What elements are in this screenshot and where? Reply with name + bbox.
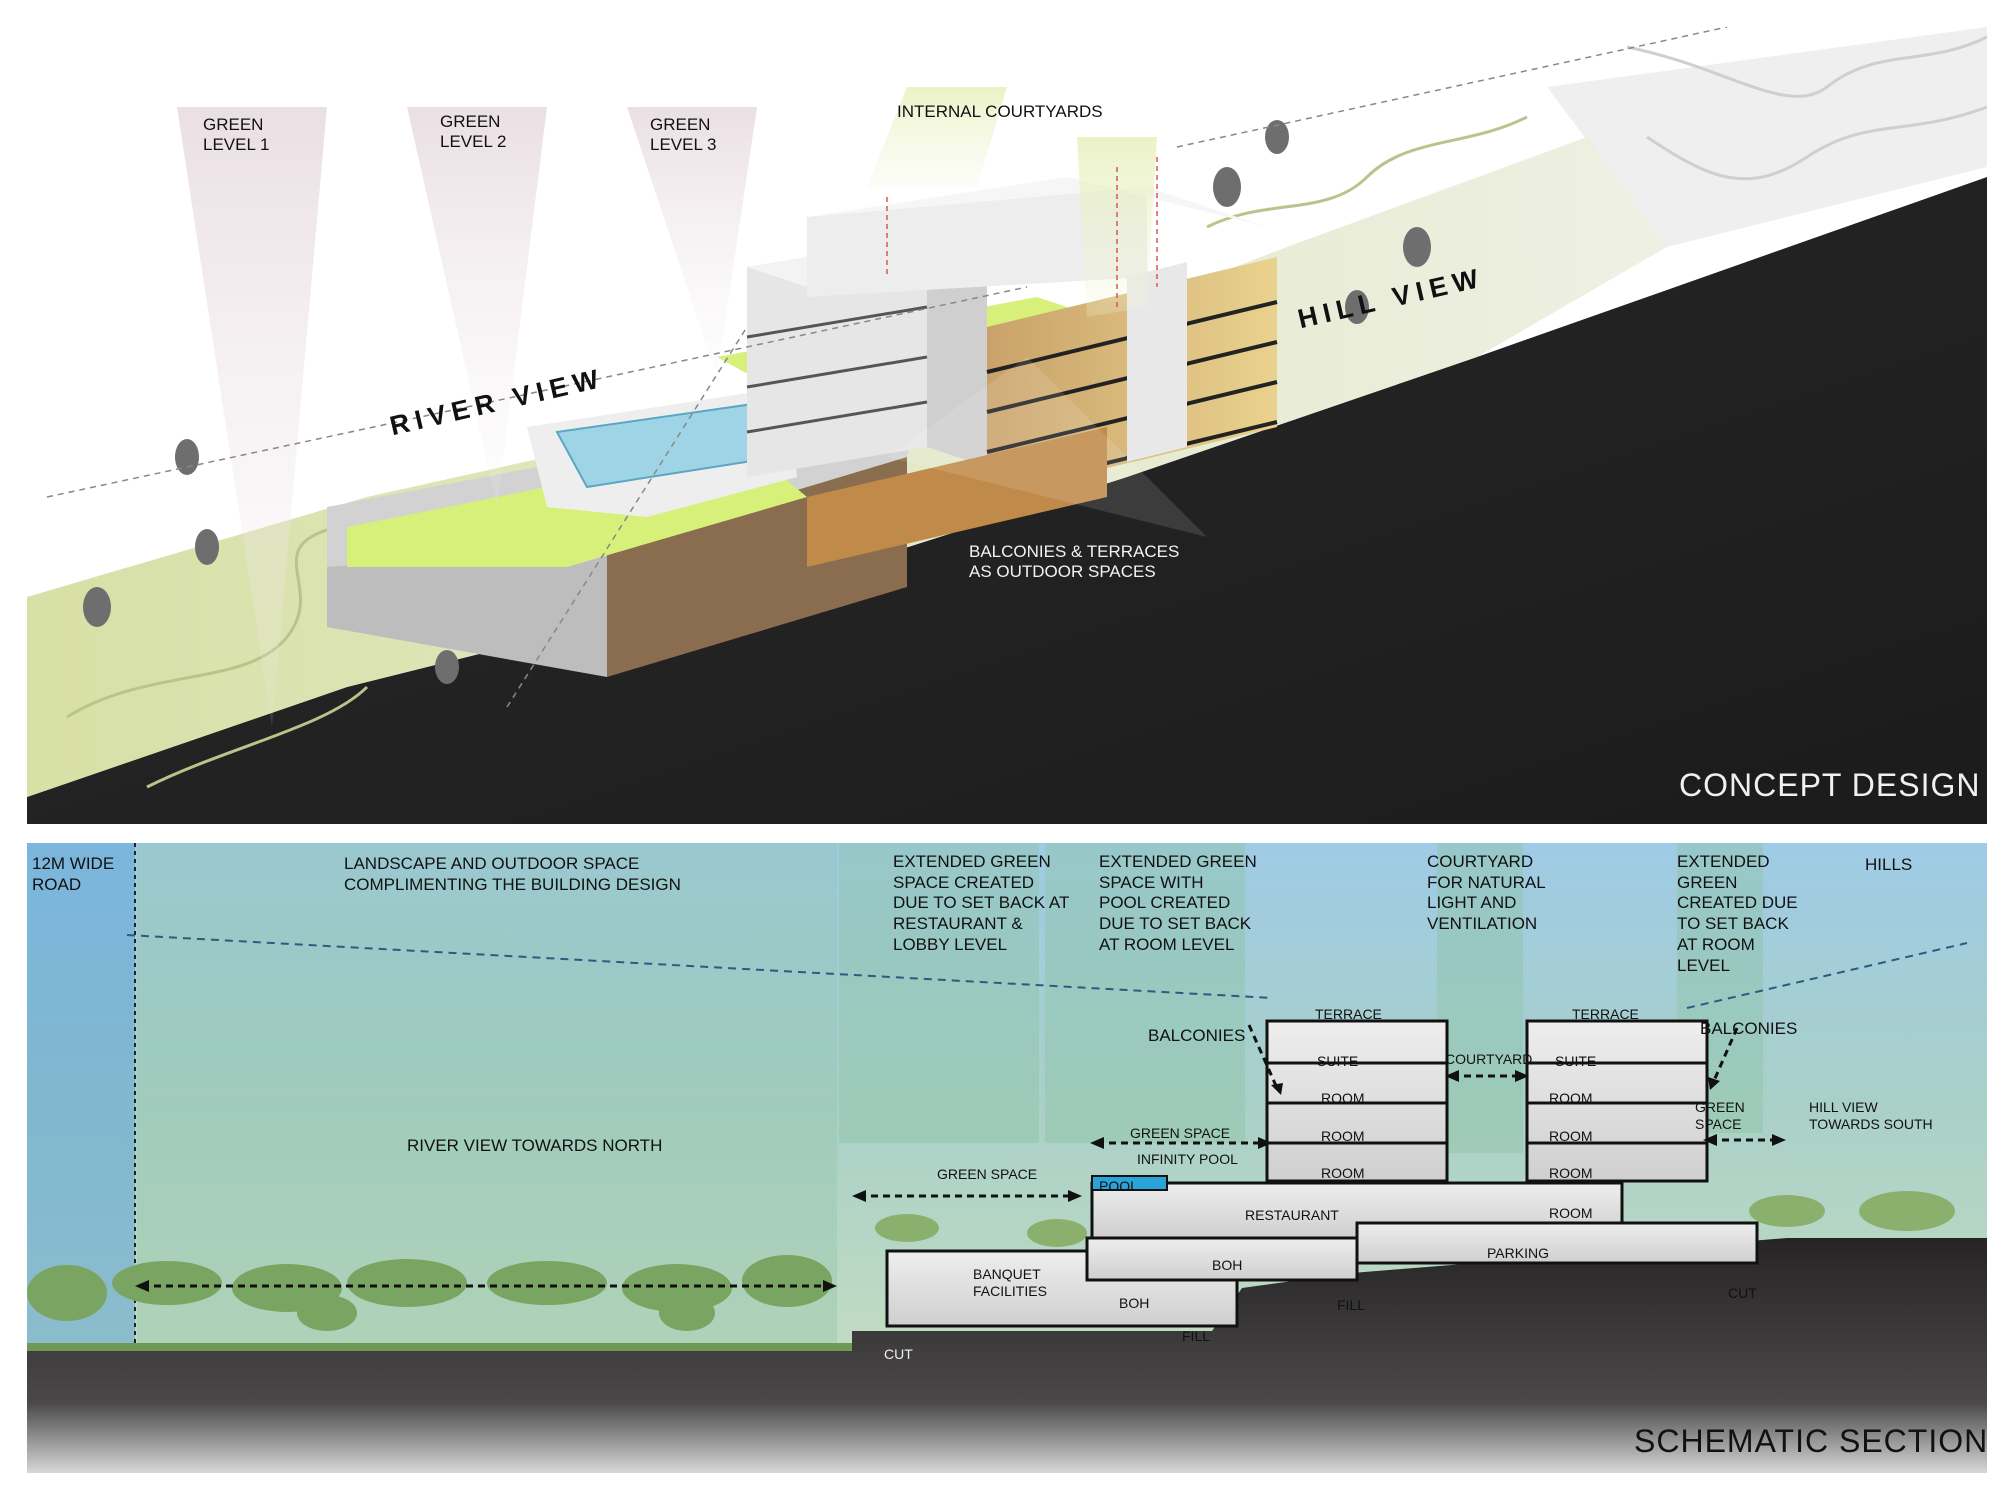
landscape-path [66, 525, 338, 719]
fill-label-left: FILL [1182, 1328, 1211, 1344]
pool-basin [1091, 1175, 1168, 1191]
hill-contour [1626, 35, 1987, 98]
hotel-block-b [807, 187, 1147, 297]
river-view-north-label: RIVER VIEW TOWARDS NORTH [407, 1136, 663, 1155]
room-label-right-2: ROOM [1549, 1128, 1593, 1144]
courtyard-light-beam [1077, 137, 1157, 317]
courtyard-note-label: COURTYARD FOR NATURAL LIGHT AND VENTILAT… [1427, 852, 1546, 934]
schematic-section-drawing [27, 843, 1987, 1473]
green-level-3-beam [627, 107, 757, 377]
cut-label-left: CUT [884, 1346, 913, 1362]
green-level-3-label: GREEN LEVEL 3 [650, 115, 717, 154]
trees-left [27, 1255, 832, 1331]
river-view-line [46, 286, 1028, 498]
room-label-left-2: ROOM [1321, 1128, 1365, 1144]
banquet-label: BANQUET FACILITIES [973, 1266, 1047, 1299]
extended-green-restaurant-label: EXTENDED GREEN SPACE CREATED DUE TO SET … [893, 852, 1070, 954]
hills-label: HILLS [1865, 855, 1913, 874]
grass-strip [27, 1343, 852, 1351]
green-level-2-beam [407, 107, 547, 507]
concept-design-panel: GREEN LEVEL 1 GREEN LEVEL 2 GREEN LEVEL … [27, 27, 1987, 824]
terrace-right-label: TERRACE [1572, 1006, 1639, 1022]
infinity-pool-label: INFINITY POOL [1137, 1151, 1238, 1167]
hotel-block-a [747, 237, 927, 477]
parking-slab [1355, 1221, 1759, 1265]
hill-view-line [1176, 27, 1728, 148]
left-tower [1265, 1019, 1449, 1183]
boh-label-upper: BOH [1212, 1257, 1243, 1273]
ground-soil [27, 1238, 1987, 1473]
extended-green-room-label: EXTENDED GREEN CREATED DUE TO SET BACK A… [1677, 852, 1798, 975]
balconies-right-label: BALCONIES [1700, 1019, 1798, 1038]
landscape-path [1206, 115, 1528, 229]
right-tower [1525, 1019, 1709, 1183]
hill-view-sightline [1686, 942, 1968, 1009]
balconies-left-label: BALCONIES [1148, 1026, 1246, 1045]
parking-label: PARKING [1487, 1245, 1549, 1261]
arrow-heads [135, 1070, 1786, 1292]
restaurant-level [807, 427, 1107, 567]
green-space-label: GREEN SPACE [937, 1166, 1038, 1182]
courtyard-light-beam [867, 87, 1007, 187]
concept-axonometric-drawing [27, 27, 1987, 824]
suite-right-label: SUITE [1555, 1053, 1597, 1069]
hill-contour [1646, 105, 1987, 181]
room-label-right-1: ROOM [1549, 1090, 1593, 1106]
dimension-arrows [142, 1024, 1779, 1288]
building-section [885, 1019, 1759, 1328]
river-view-sightline [126, 934, 1273, 999]
hill-view-south-label: HILL VIEW TOWARDS SOUTH [1809, 1099, 1933, 1132]
courtyard-label: COURTYARD [1445, 1051, 1533, 1067]
landscape-label: LANDSCAPE AND OUTDOOR SPACE COMPLIMENTIN… [344, 854, 681, 894]
road-label: 12M WIDE ROAD [32, 854, 115, 894]
podium-facade [327, 547, 607, 677]
block-a-floor-slabs [746, 305, 928, 434]
fill-label-right: FILL [1337, 1297, 1366, 1313]
suite-left-label: SUITE [1317, 1053, 1359, 1069]
green-band-restaurant [839, 843, 1039, 1143]
schematic-section-title: SCHEMATIC SECTION [1634, 1423, 1987, 1459]
green-level-1-beam [177, 107, 327, 727]
restaurant-label: RESTAURANT [1245, 1207, 1339, 1223]
pool-label: POOL [1099, 1178, 1138, 1194]
room-label-left-1: ROOM [1321, 1090, 1365, 1106]
concept-design-title: CONCEPT DESIGN [1679, 767, 1981, 803]
green-space-pool-label: GREEN SPACE [1130, 1125, 1231, 1141]
green-level-1-label: GREEN LEVEL 1 [203, 115, 270, 154]
terrace-left-label: TERRACE [1315, 1006, 1382, 1022]
green-level-2-label: GREEN LEVEL 2 [440, 112, 507, 151]
green-space-right-label: GREEN SPACE [1695, 1099, 1745, 1132]
internal-courtyards-label: INTERNAL COURTYARDS [897, 102, 1103, 121]
green-band-pool [1045, 843, 1245, 1143]
cut-label-right: CUT [1728, 1285, 1757, 1301]
landscape-path [146, 685, 369, 789]
boh-label-lower: BOH [1119, 1295, 1150, 1311]
room-label-right-3: ROOM [1549, 1165, 1593, 1181]
diagonal-view-line [506, 326, 748, 708]
courtyard-core [1127, 262, 1187, 462]
white-hills [1547, 27, 1987, 247]
room-label-right-4: ROOM [1549, 1205, 1593, 1221]
room-label-left-3: ROOM [1321, 1165, 1365, 1181]
schematic-section-panel: 12M WIDE ROAD LANDSCAPE AND OUTDOOR SPAC… [27, 843, 1987, 1473]
hotel-block-a-side [927, 237, 987, 467]
extended-green-pool-label: EXTENDED GREEN SPACE WITH POOL CREATED D… [1099, 852, 1257, 954]
balcony-beam [887, 357, 1207, 537]
courtyard-band [1437, 843, 1523, 1153]
courtyard-dash-lines [886, 157, 1158, 307]
balconies-terraces-label: BALCONIES & TERRACES AS OUTDOOR SPACES [969, 542, 1180, 581]
earth-mass [27, 177, 1987, 824]
